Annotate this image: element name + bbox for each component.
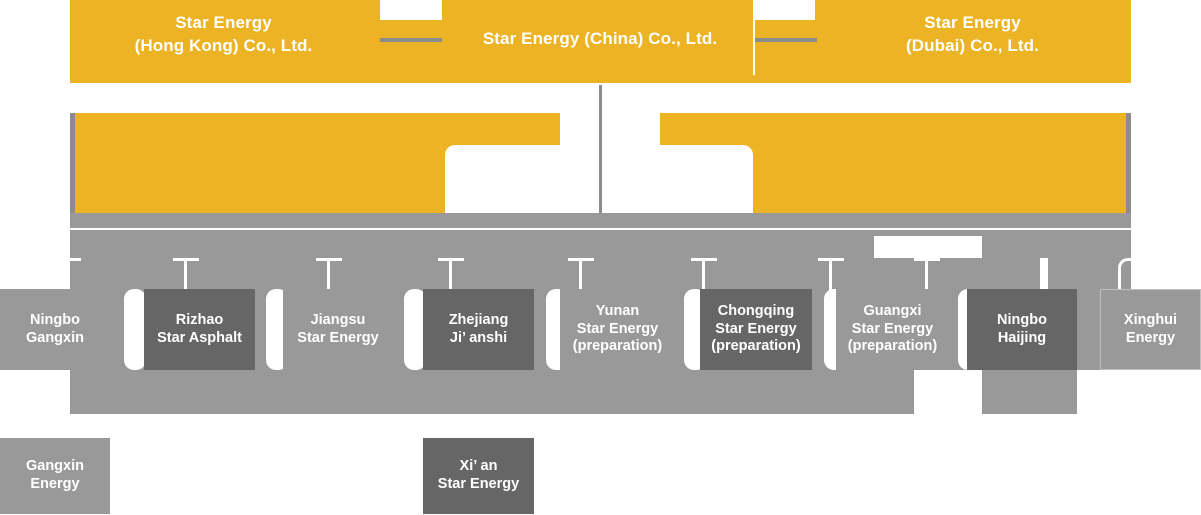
mid-band-right-rule [1126,113,1131,213]
drop-line-9 [1040,258,1048,294]
node-cap-rizhao [124,289,146,370]
drop-line-3 [327,258,330,294]
node-xian-star-energy[interactable]: Xi’ an Star Energy [423,438,534,514]
node-cap-zhejiang [404,289,426,370]
lower-white-gap-below-bus [70,414,1201,438]
divider-china-dubai [753,20,755,75]
band-cutout-left [380,0,442,20]
mid-band-cutout-topleft [70,83,380,113]
drop-line-4 [449,258,452,294]
node-cap-xian [404,438,426,514]
connector-china-to-dubai [755,38,817,42]
drop-line-8 [925,258,928,294]
top-company-hong-kong[interactable]: Star Energy (Hong Kong) Co., Ltd. [134,13,313,55]
drop-line-2 [184,258,187,294]
bus-gap-under-guangxi [914,370,982,414]
parent-band-top [70,0,1131,83]
top-company-dubai[interactable]: Star Energy (Dubai) Co., Ltd. [906,13,1039,55]
node-yunan-star-energy[interactable]: Yunan Star Energy (preparation) [560,289,675,370]
mid-band-left-rule [70,113,75,213]
node-zhejiang-jianshi[interactable]: Zhejiang Ji’ anshi [423,289,534,370]
node-guangxi-star-energy[interactable]: Guangxi Star Energy (preparation) [836,289,949,370]
band-cutout-right [753,0,815,20]
bus-left-margin [0,229,70,285]
elbow-to-xinghui [1118,258,1137,297]
drop-line-1 [66,258,69,294]
drop-line-7 [829,258,832,294]
lower-white-gap-right [534,438,1201,515]
node-jiangsu-star-energy[interactable]: Jiangsu Star Energy [283,289,393,370]
central-bridge-gap-upper [560,83,660,153]
bus-notch-right [874,236,982,258]
node-xinghui-energy[interactable]: Xinghui Energy [1100,289,1201,370]
subsidiary-bus-band [70,213,1131,229]
connector-hk-to-china [380,38,442,42]
node-gangxin-energy[interactable]: Gangxin Energy [0,438,110,514]
bus-band-seam [70,228,1131,230]
lower-white-gap-left [110,438,404,515]
node-ningbo-haijing[interactable]: Ningbo Haijing [967,289,1077,370]
node-chongqing-star-energy[interactable]: Chongqing Star Energy (preparation) [700,289,812,370]
bus-right-margin [1131,229,1201,285]
node-ningbo-gangxin[interactable]: Ningbo Gangxin [0,289,110,370]
node-cap-jiangsu [266,289,288,370]
bus-gap-right-of-haijing [1077,370,1131,414]
connector-china-trunk [599,85,602,228]
drop-line-6 [702,258,705,294]
top-company-china[interactable]: Star Energy (China) Co., Ltd. [482,29,718,48]
drop-line-5 [579,258,582,294]
node-rizhao-star-asphalt[interactable]: Rizhao Star Asphalt [144,289,255,370]
